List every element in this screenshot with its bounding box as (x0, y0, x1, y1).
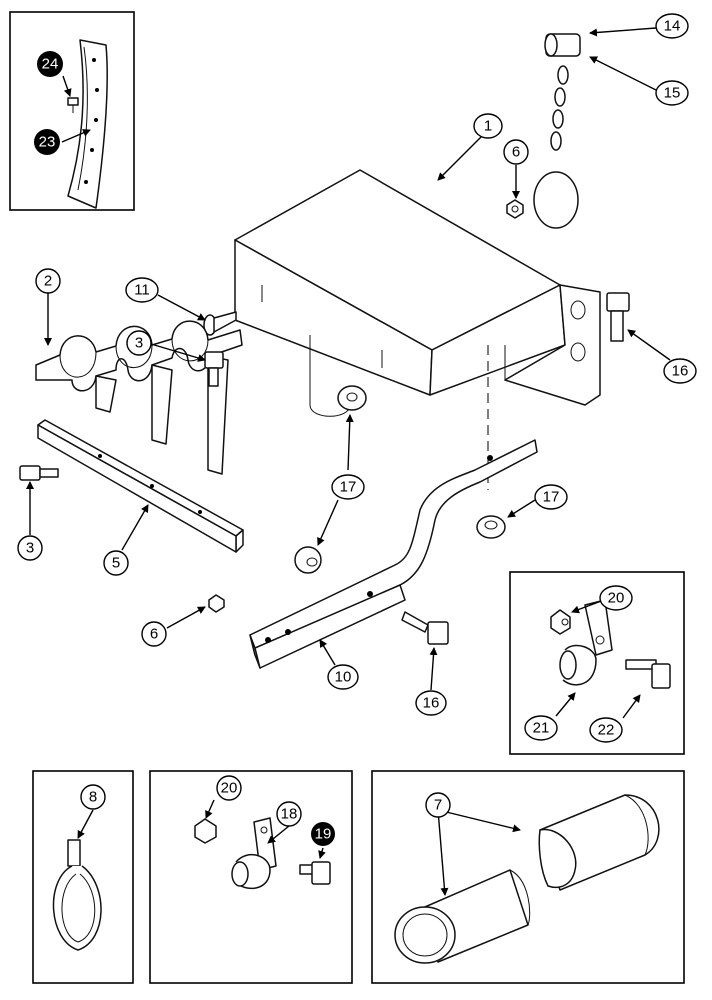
cover-part (234, 169, 601, 406)
svg-text:15: 15 (664, 85, 681, 102)
svg-text:6: 6 (512, 144, 520, 161)
bolt-part-16-bottom (401, 611, 449, 645)
callout-18: 18 (276, 801, 302, 827)
svg-text:17: 17 (340, 479, 357, 496)
callout-17-right: 17 (534, 484, 568, 510)
bolt-part-3-top (204, 351, 224, 387)
callout-5: 5 (103, 550, 129, 576)
svg-text:3: 3 (26, 540, 34, 557)
svg-text:6: 6 (150, 626, 158, 643)
callout-16-top: 16 (663, 358, 697, 384)
screw-part-11 (203, 311, 237, 336)
callout-20-top: 20 (599, 585, 633, 611)
angle-strip-part (37, 419, 244, 553)
callout-24: 24 (37, 51, 63, 77)
flange-nut-part-17-mid (294, 546, 322, 574)
callout-23: 23 (34, 129, 60, 155)
svg-text:19: 19 (315, 826, 332, 843)
svg-text:20: 20 (608, 590, 625, 607)
sleeve-part-lower (394, 869, 531, 964)
nut-part-6-bottom (208, 594, 225, 613)
flange-nut-part-17-top (337, 385, 367, 411)
callout-1: 1 (473, 113, 503, 139)
svg-text:24: 24 (42, 56, 59, 73)
callout-2: 2 (35, 268, 61, 294)
callout-6-top: 6 (503, 139, 529, 165)
leader-lines (26, 27, 671, 896)
svg-text:21: 21 (533, 720, 550, 737)
inset-box-shield (9, 11, 135, 211)
svg-text:20: 20 (221, 780, 238, 797)
nut-part-6-top (506, 199, 524, 219)
callout-20-bottom: 20 (216, 775, 242, 801)
inset-box-strap (32, 770, 134, 984)
svg-text:7: 7 (434, 797, 442, 814)
flange-nut-part-17-right (476, 515, 506, 539)
svg-text:3: 3 (135, 335, 143, 352)
inset-box-clamp-kit (509, 571, 685, 755)
clip-kit-parts (194, 817, 331, 890)
bolt-part-3-left (19, 465, 59, 481)
svg-text:16: 16 (672, 363, 689, 380)
inset-box-clip-kit (149, 770, 353, 984)
bolt-part-16-top (606, 292, 630, 342)
svg-text:22: 22 (598, 722, 615, 739)
svg-text:10: 10 (335, 669, 352, 686)
curved-shield-part (67, 39, 109, 209)
callout-11: 11 (125, 277, 159, 303)
bolt-part-24 (67, 97, 79, 113)
callout-8: 8 (80, 784, 106, 810)
callout-10: 10 (327, 664, 359, 690)
svg-text:23: 23 (39, 134, 56, 151)
svg-text:8: 8 (89, 789, 97, 806)
svg-text:5: 5 (112, 555, 120, 572)
svg-text:11: 11 (134, 282, 150, 299)
svg-text:17: 17 (543, 489, 560, 506)
callout-7: 7 (425, 792, 451, 818)
cable-strap-part (52, 839, 102, 951)
clamp-kit-parts (550, 599, 671, 689)
callout-3-top: 3 (126, 330, 152, 356)
callout-19: 19 (311, 822, 335, 846)
callout-15: 15 (655, 80, 689, 106)
callout-14: 14 (655, 13, 689, 39)
callout-3-left: 3 (17, 535, 43, 561)
callout-17-left: 17 (331, 474, 365, 500)
sleeve-part-upper (538, 794, 660, 891)
callout-22: 22 (589, 717, 623, 743)
callout-6-bottom: 6 (141, 621, 167, 647)
support-bracket-part (249, 439, 538, 669)
callout-21: 21 (524, 715, 558, 741)
callout-16-bottom: 16 (415, 690, 447, 716)
svg-text:18: 18 (281, 806, 298, 823)
svg-text:1: 1 (484, 118, 492, 135)
pipe-clamp-bracket-part (35, 320, 243, 475)
svg-text:16: 16 (423, 695, 440, 712)
svg-text:2: 2 (44, 273, 52, 290)
svg-text:14: 14 (664, 18, 681, 35)
cap-and-chain-part (533, 33, 581, 229)
inset-box-sleeve (371, 770, 685, 984)
